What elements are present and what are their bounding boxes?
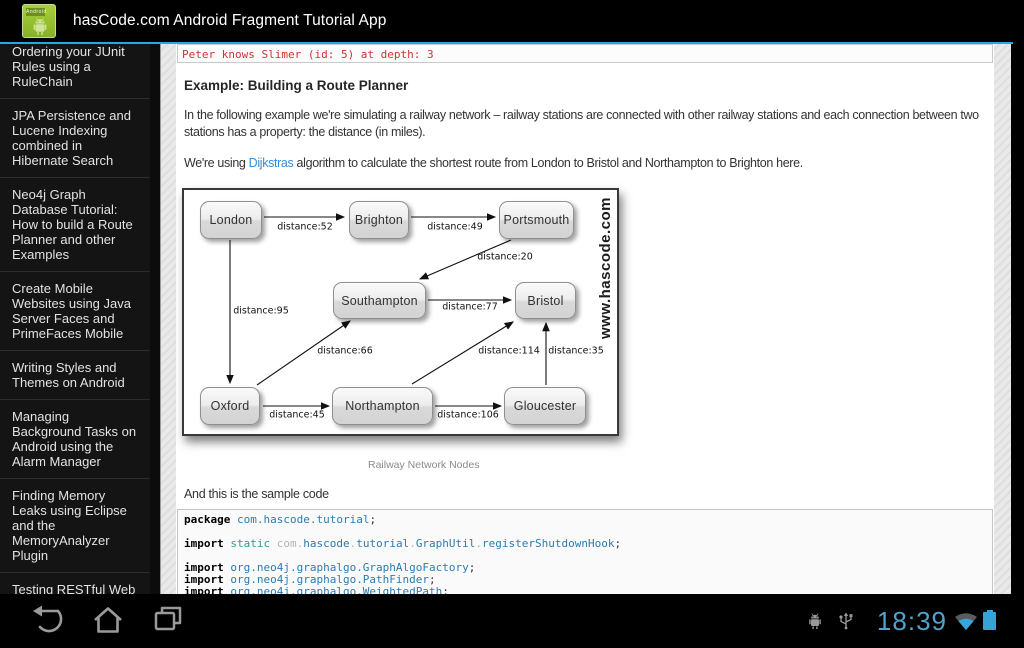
right-bezel-strip xyxy=(1011,44,1024,594)
diagram-edges-svg xyxy=(226,213,550,410)
sidebar-item[interactable]: Ordering your JUnit Rules using a RuleCh… xyxy=(0,44,150,99)
status-cluster[interactable]: 18:39 xyxy=(807,594,996,648)
system-bar: 18:39 xyxy=(0,594,1024,648)
console-output-text: Peter knows Slimer (id: 5) at depth: 3 xyxy=(182,48,434,61)
railway-network-figure: distance:52 distance:49 distance:20 distanc… xyxy=(182,188,619,436)
diagram-nodes: distance:52 distance:49 distance:20 distanc… xyxy=(184,190,617,434)
app-icon: Android xyxy=(22,4,56,38)
sidebar-item[interactable]: Create Mobile Websites using Java Server… xyxy=(0,272,150,351)
edge-label: distance:49 xyxy=(427,221,483,233)
code-line: import org.neo4j.graphalgo.WeightedPath; xyxy=(184,585,449,595)
diagram-node-oxford: Oxford xyxy=(200,387,260,425)
diagram-node-brighton: Brighton xyxy=(349,201,409,239)
edge-label: distance:20 xyxy=(477,251,533,263)
diagram-node-bristol: Bristol xyxy=(515,282,576,319)
article-webview[interactable]: Peter knows Slimer (id: 5) at depth: 3 E… xyxy=(160,44,1011,594)
sidebar-item[interactable]: Finding Memory Leaks using Eclipse and t… xyxy=(0,479,150,573)
code-line: package com.hascode.tutorial; xyxy=(184,513,377,526)
edge-label: distance:66 xyxy=(317,345,373,357)
edge-label: distance:52 xyxy=(277,221,333,233)
app-icon-label: Android xyxy=(26,8,47,16)
edge-label: distance:106 xyxy=(437,409,499,421)
diagram-node-gloucester: Gloucester xyxy=(504,387,586,425)
recent-apps-button[interactable] xyxy=(150,603,186,637)
android-debug-icon xyxy=(809,613,821,630)
sidebar-item[interactable]: Writing Styles and Themes on Android xyxy=(0,351,150,400)
code-line: import org.neo4j.graphalgo.PathFinder; xyxy=(184,573,436,586)
diagram-node-london: London xyxy=(200,201,262,239)
wifi-icon xyxy=(955,613,977,630)
paragraph-dijkstra: We're using Dijkstras algorithm to calcu… xyxy=(184,155,986,172)
dijkstras-link[interactable]: Dijkstras xyxy=(248,156,294,170)
edge-label: distance:114 xyxy=(478,345,540,357)
paragraph-intro: In the following example we're simulatin… xyxy=(184,108,979,139)
app-body: Ordering your JUnit Rules using a RuleCh… xyxy=(0,44,1024,594)
code-line: import static com.hascode.tutorial.Graph… xyxy=(184,537,622,550)
diagram-node-southampton: Southampton xyxy=(333,282,426,319)
edge-label: distance:35 xyxy=(548,345,604,357)
edge-label: distance:45 xyxy=(269,409,325,421)
paragraph-dijkstra-suffix: algorithm to calculate the shortest rout… xyxy=(293,156,804,170)
android-robot-icon xyxy=(33,17,47,35)
sidebar-item[interactable]: Managing Background Tasks on Android usi… xyxy=(0,400,150,479)
sidebar-item[interactable]: JPA Persistence and Lucene Indexing comb… xyxy=(0,99,150,178)
section-heading: Example: Building a Route Planner xyxy=(184,78,409,93)
usb-icon xyxy=(839,612,853,630)
app-title: hasCode.com Android Fragment Tutorial Ap… xyxy=(73,12,387,29)
figure-caption: Railway Network Nodes xyxy=(368,459,480,471)
back-button[interactable] xyxy=(26,603,64,637)
console-output-box: Peter knows Slimer (id: 5) at depth: 3 xyxy=(177,44,993,63)
action-bar: Android hasCode.com Android Fragment Tut… xyxy=(0,0,1024,42)
article-content: Peter knows Slimer (id: 5) at depth: 3 E… xyxy=(176,44,994,594)
edge-label: distance:77 xyxy=(442,301,498,313)
code-block: package com.hascode.tutorial; import sta… xyxy=(177,509,993,594)
diagram-node-northampton: Northampton xyxy=(332,387,433,425)
sidebar-item[interactable]: Neo4j Graph Database Tutorial: How to bu… xyxy=(0,178,150,272)
paragraph-dijkstra-prefix: We're using xyxy=(184,156,249,170)
code-intro-text: And this is the sample code xyxy=(184,487,329,501)
home-button[interactable] xyxy=(90,603,126,637)
actionbar-accent-line xyxy=(0,42,1013,44)
code-line: import org.neo4j.graphalgo.GraphAlgoFact… xyxy=(184,561,476,574)
status-clock: 18:39 xyxy=(876,605,947,636)
diagram-node-portsmouth: Portsmouth xyxy=(499,201,574,239)
sidebar-list[interactable]: Ordering your JUnit Rules using a RuleCh… xyxy=(0,44,160,594)
battery-icon xyxy=(983,610,996,630)
hascode-watermark: www.hascode.com xyxy=(597,197,614,339)
edge-label: distance:95 xyxy=(233,305,289,317)
sidebar-item[interactable]: Testing RESTful Web Services made easy u… xyxy=(0,573,150,594)
